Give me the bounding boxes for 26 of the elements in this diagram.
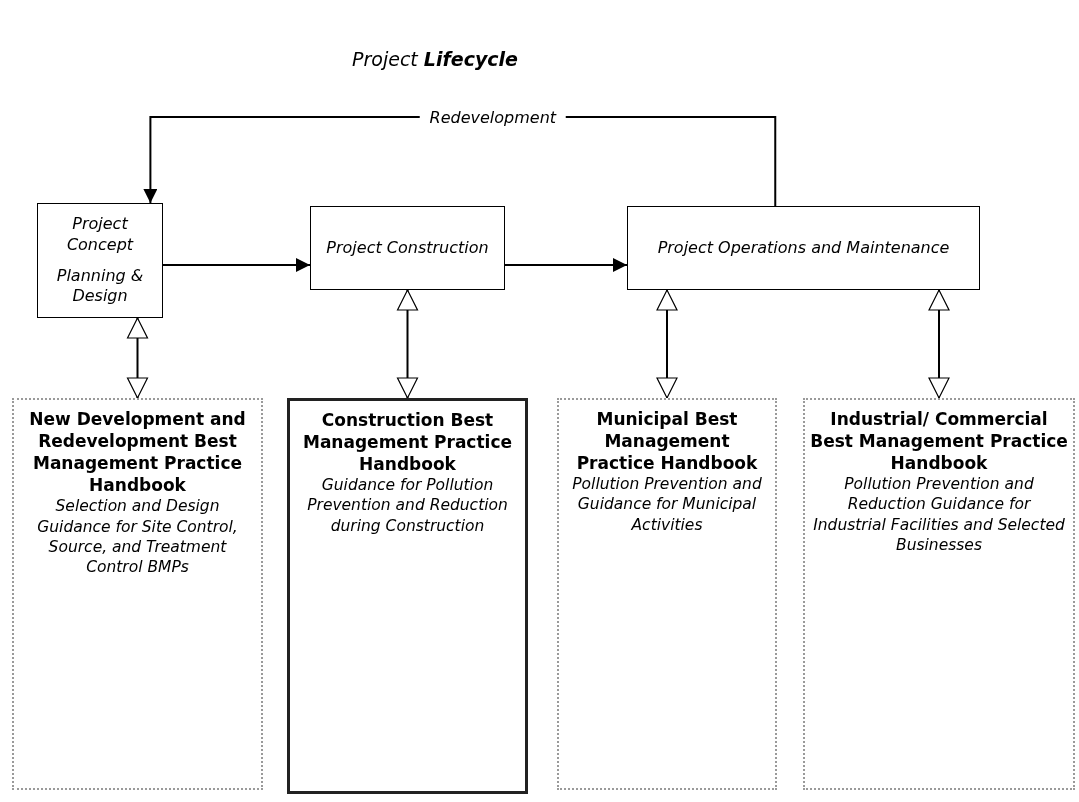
double-arrow xyxy=(126,317,149,399)
handbook-box xyxy=(287,398,528,794)
stage-label: Project Construction xyxy=(326,237,489,259)
handbook-title: New Development and Redevelopment Best Management Practice Handbook xyxy=(28,408,247,497)
handbook-box xyxy=(12,398,263,790)
handbook-title: Construction Best Management Practice Handbook xyxy=(302,409,513,476)
handbook-box xyxy=(803,398,1075,790)
handbook-description: Pollution Prevention and Reduction Guidance for Industrial Facilities and Selected Businesses xyxy=(812,474,1066,555)
arrow xyxy=(162,258,311,272)
handbook-box xyxy=(557,398,777,790)
stage-label: Planning & Design xyxy=(55,265,145,308)
double-arrow xyxy=(396,289,419,399)
handbook-description: Pollution Prevention and Guidance for Municipal Activities xyxy=(571,474,763,535)
process-box xyxy=(627,206,980,290)
double-arrow xyxy=(656,289,678,399)
stage-label: Project Concept xyxy=(65,213,135,256)
diagram-title: Project Lifecycle xyxy=(352,48,518,70)
handbook-title: Industrial/ Commercial Best Management Practice Handbook xyxy=(809,408,1069,475)
handbook-title: Municipal Best Management Practice Handbook xyxy=(575,408,759,475)
arrow xyxy=(504,258,628,272)
process-box xyxy=(37,203,163,318)
process-box xyxy=(310,206,505,290)
handbook-description: Selection and Design Guidance for Site Control, Source, and Treatment Control BMPs xyxy=(36,496,239,577)
double-arrow xyxy=(928,289,950,399)
stage-label: Project Operations and Maintenance xyxy=(657,237,950,259)
handbook-description: Guidance for Pollution Prevention and Reduction during Construction xyxy=(306,475,509,536)
